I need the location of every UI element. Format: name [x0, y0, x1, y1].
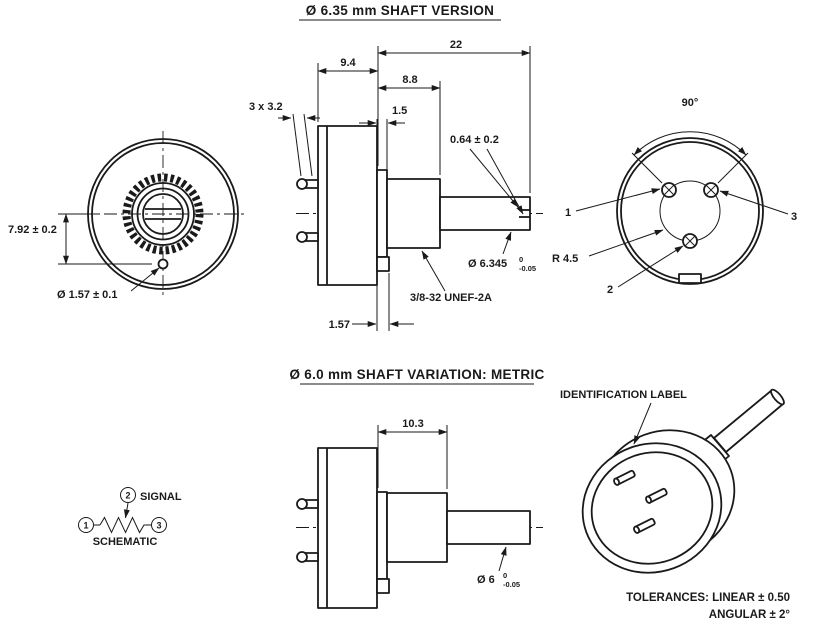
- back-pin-1: [661, 182, 677, 198]
- terminal-lower-head: [296, 551, 308, 563]
- pin1-label: 1: [565, 207, 571, 219]
- wiper-arrow: [123, 502, 130, 519]
- leader-radius: [588, 229, 664, 257]
- shaft-end-circle: [142, 193, 184, 235]
- isometric-view: IDENTIFICATION LABEL: [560, 388, 785, 574]
- terminal-lower-head: [296, 231, 308, 243]
- iso-face: [581, 442, 723, 574]
- schematic-pin2: 2: [125, 491, 130, 501]
- schematic-symbol: 1 3 2 SIGNAL SCHEMATIC: [78, 487, 182, 548]
- pin2-label: 2: [607, 284, 613, 296]
- schematic-pin2-circle: [120, 487, 136, 503]
- bottom-title: Ø 6.0 mm SHAFT VARIATION: METRIC: [289, 367, 544, 385]
- iso-face-rim: [590, 451, 714, 565]
- leader-shaft-dia: [498, 546, 507, 572]
- anti-rotation-tab: [376, 256, 390, 272]
- index-hole: [157, 258, 169, 270]
- leader-terminal: [303, 113, 313, 177]
- dim-radius: R 4.5: [552, 253, 578, 265]
- tolerances-note: TOLERANCES: LINEAR ± 0.50 ANGULAR ± 2°: [626, 592, 790, 621]
- identification-label: IDENTIFICATION LABEL: [560, 389, 687, 401]
- back-view: 90° 1 3 2 R 4.5: [552, 97, 797, 296]
- side-view-metric: 10.3 Ø 6 0 -0.05: [296, 418, 543, 609]
- keying-notch: [678, 273, 702, 284]
- angle-arc: [633, 131, 747, 156]
- dim-thread: 3/8-32 UNEF-2A: [410, 292, 492, 304]
- leader-terminal: [292, 113, 302, 177]
- iso-shaft: [713, 389, 784, 453]
- dim-body-length: 9.4: [340, 57, 356, 69]
- iso-shaft-end: [770, 388, 785, 406]
- dim-flange: 1.5: [392, 105, 407, 117]
- bottom-title-text: Ø 6.0 mm SHAFT VARIATION: METRIC: [289, 367, 544, 382]
- terminal-upper-head: [296, 178, 308, 190]
- leader-slot: [469, 148, 519, 208]
- angle-line-left: [631, 152, 663, 184]
- schematic-pin3-circle: [151, 517, 167, 533]
- shaft: [446, 510, 531, 545]
- dim-hole: Ø 1.57 ± 0.1: [57, 289, 117, 301]
- terminal-upper-head: [296, 498, 308, 510]
- knurled-ring: [122, 173, 204, 255]
- dim-shaft-dia: Ø 6.345: [468, 258, 507, 270]
- dim-overall-length: 22: [450, 39, 462, 51]
- resistor-zigzag: [99, 516, 151, 534]
- leader-pin2: [617, 245, 684, 288]
- iso-pin-3: [633, 517, 656, 534]
- back-pin-3: [703, 182, 719, 198]
- dim-angle: 90°: [682, 97, 699, 109]
- anti-rotation-tab: [376, 578, 390, 594]
- nut-circle: [136, 187, 190, 241]
- schematic-pin1-circle: [78, 517, 94, 533]
- back-pin-2: [682, 233, 698, 249]
- dim-slot: 0.64 ± 0.2: [450, 134, 499, 146]
- iso-pin-1: [613, 469, 636, 486]
- dim-shaft-tol-lower: -0.05: [519, 264, 536, 273]
- signal-label: SIGNAL: [140, 491, 182, 503]
- top-title: Ø 6.35 mm SHAFT VERSION: [299, 3, 501, 21]
- schematic-pin3: 3: [156, 521, 161, 531]
- tolerance-linear: TOLERANCES: LINEAR ± 0.50: [626, 592, 790, 604]
- mounting-flange: [376, 491, 388, 580]
- front-view: 7.92 ± 0.2 Ø 1.57 ± 0.1: [8, 131, 246, 301]
- angle-line-right: [717, 152, 749, 184]
- dim-shaft-tol-upper: 0: [519, 255, 523, 264]
- schematic-pin1: 1: [83, 521, 88, 531]
- dim-tab: 1.57: [329, 319, 350, 331]
- leader-pin1: [575, 188, 661, 212]
- leader-slot: [486, 148, 524, 215]
- leader-thread: [421, 250, 446, 292]
- back-outer-circle: [616, 137, 764, 285]
- leader-hole: [130, 267, 160, 292]
- leader-shaft-dia: [502, 231, 512, 255]
- top-title-text: Ø 6.35 mm SHAFT VERSION: [306, 3, 494, 18]
- dim-bushing-length: 8.8: [402, 74, 417, 86]
- threaded-bushing: [386, 492, 448, 563]
- leader-pin3: [719, 190, 789, 215]
- pin3-label: 3: [791, 211, 797, 223]
- hub-circle: [131, 182, 195, 246]
- schematic-label: SCHEMATIC: [93, 536, 158, 548]
- dim-bushing-length: 10.3: [402, 418, 423, 430]
- leader-id-label: [633, 402, 652, 445]
- dim-height: 7.92 ± 0.2: [8, 224, 57, 236]
- iso-pin-2: [645, 487, 668, 504]
- dim-shaft-dia: Ø 6: [477, 574, 495, 586]
- mounting-flange: [376, 169, 388, 258]
- dim-shaft-tol-lower: -0.05: [503, 580, 520, 589]
- threaded-bushing: [386, 178, 441, 249]
- dim-terminals: 3 x 3.2: [249, 101, 283, 113]
- side-view-635: 22 9.4 8.8 3 x 3.2 1.5 0.64 ± 0.2 Ø 6.34…: [249, 39, 543, 331]
- tolerance-angular: ANGULAR ± 2°: [709, 609, 791, 621]
- dim-shaft-tol-upper: 0: [503, 571, 507, 580]
